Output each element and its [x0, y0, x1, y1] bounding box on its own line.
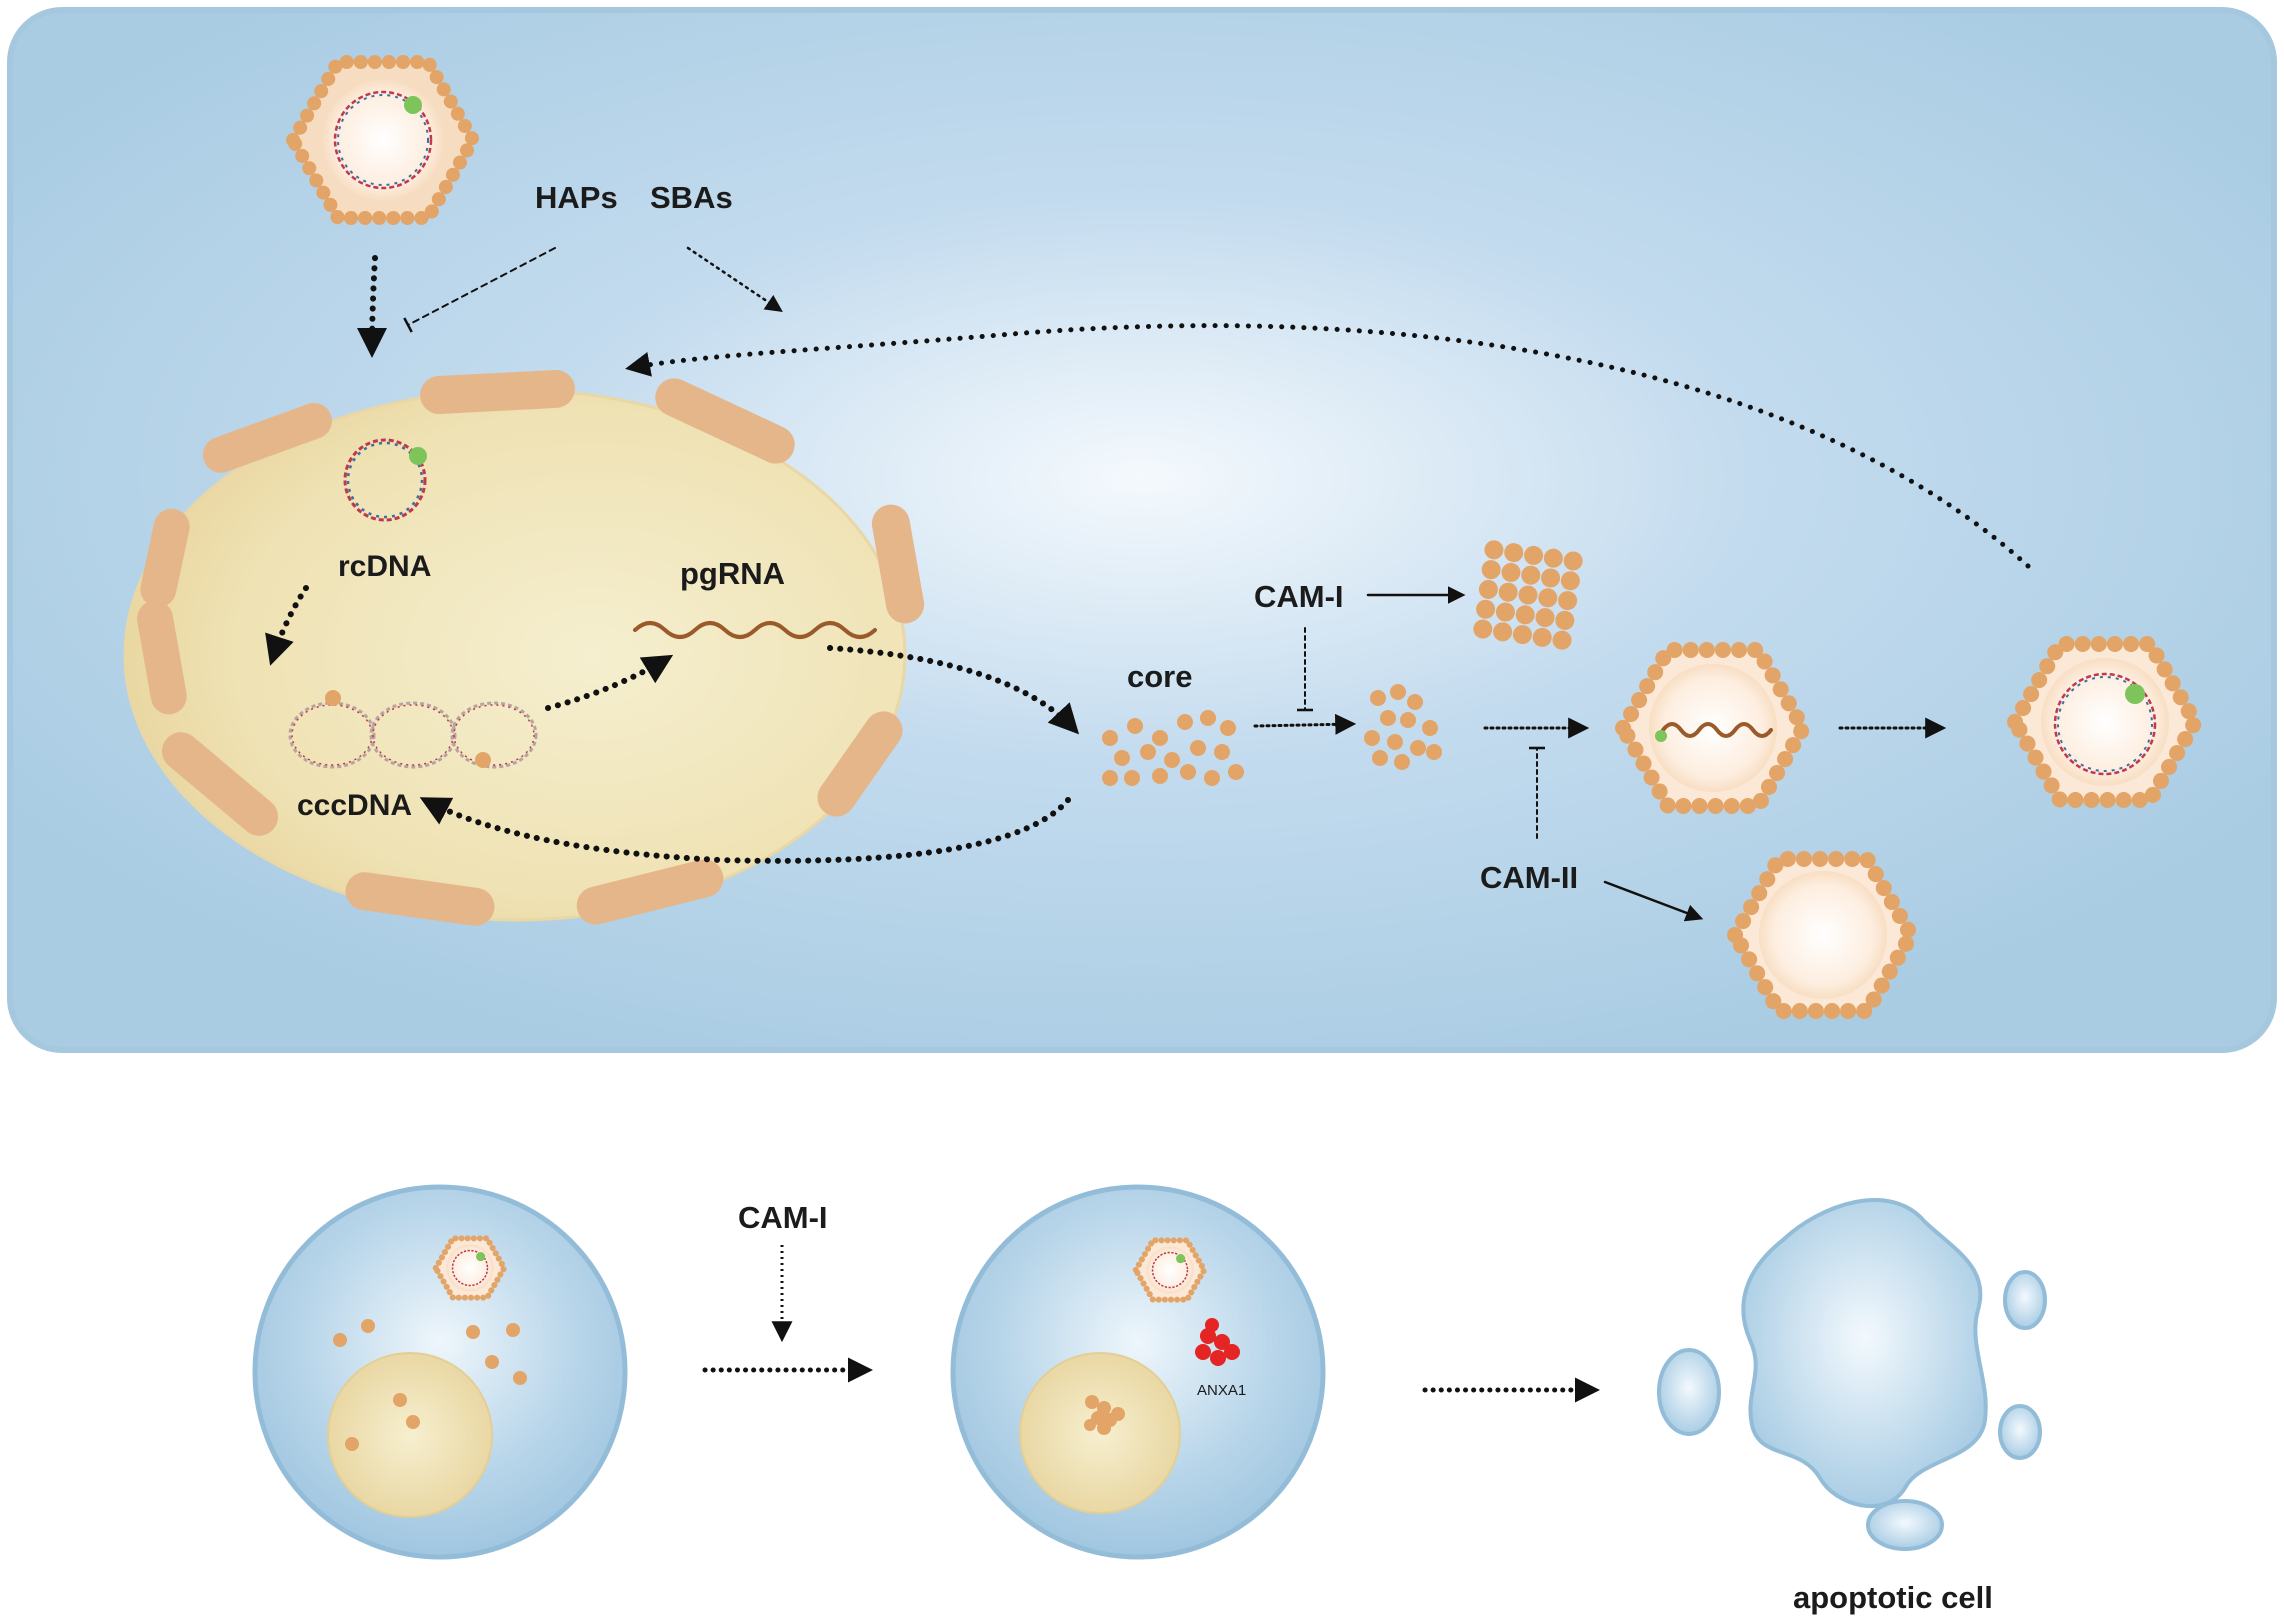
arrow-rcdna-cccdna [265, 585, 309, 666]
empty-capsid [1727, 851, 1919, 1019]
cccdna-label: cccDNA [297, 789, 412, 822]
haps-label: HAPs [535, 180, 618, 215]
core-label: core [1127, 659, 1192, 694]
arrow-core-intermediate [1253, 713, 1357, 735]
capsid-assembly-intermediate [1364, 684, 1442, 770]
arrow-entry [357, 255, 388, 358]
apoptotic-cell [1657, 1198, 2047, 1551]
arrow-recycling [625, 323, 2031, 569]
cam-i-aggregate [1472, 539, 1584, 651]
arrow-cam-ii-empty [1603, 880, 1704, 922]
rcdna-genome [343, 438, 427, 522]
pgrna-label: pgRNA [680, 556, 785, 591]
cccdna-minichromosomes [288, 690, 538, 769]
anxa1-label: ANXA1 [1197, 1382, 1246, 1399]
cam-i-label: CAM-I [1254, 579, 1344, 614]
virion-entering [286, 55, 480, 225]
nucleus [123, 369, 925, 926]
mature-virion [2007, 636, 2203, 808]
infected-cell [252, 1184, 628, 1560]
nuclear-core-cluster [1084, 1395, 1125, 1435]
arrow-sbas [686, 246, 783, 312]
rcdna-label: rcDNA [338, 550, 431, 583]
nuclear-membrane [137, 369, 925, 926]
pgrna-containing-capsid [1615, 642, 1811, 814]
cam-i-bottom-label: CAM-I [738, 1200, 828, 1235]
anxa1-protein [1195, 1318, 1240, 1366]
arrow-core-cccdna [419, 797, 1071, 864]
cam-ii-label: CAM-II [1480, 860, 1578, 895]
arrow-pgrna-core [827, 645, 1080, 735]
arrows-top [265, 246, 2031, 922]
treated-cell: ANXA1 [950, 1184, 1326, 1560]
core-particles [1102, 710, 1244, 786]
pgrna-strand [633, 621, 877, 639]
inhibit-haps [403, 247, 556, 333]
apoptotic-cell-label: apoptotic cell [1793, 1580, 1993, 1615]
sbas-label: SBAs [650, 180, 733, 215]
